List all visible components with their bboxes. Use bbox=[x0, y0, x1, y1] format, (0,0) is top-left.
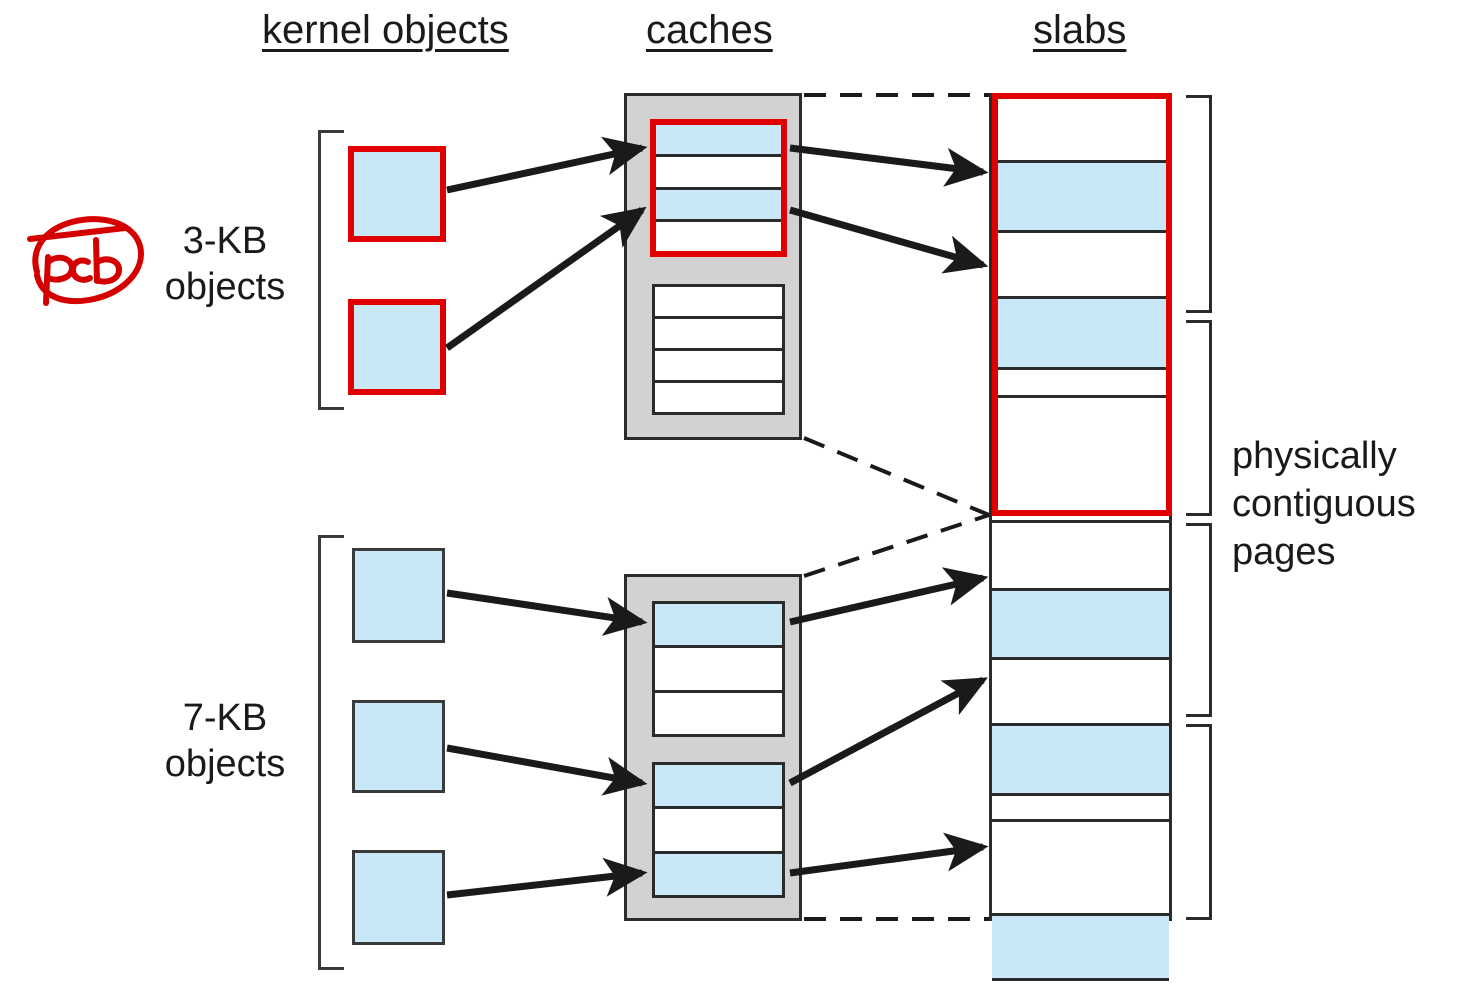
handwritten-pcb-annotation bbox=[27, 216, 144, 306]
cache-slot bbox=[656, 221, 781, 251]
arrow-object-to-cache-group bbox=[446, 589, 648, 899]
cache-slot-group-3kb-active bbox=[650, 119, 787, 257]
column-heading-slabs: slabs bbox=[1033, 8, 1127, 52]
slab-row bbox=[992, 296, 1169, 367]
arrow-object-to-cache-group bbox=[444, 136, 648, 351]
arrow-cache-to-slab-group bbox=[788, 567, 989, 877]
slab-row bbox=[992, 367, 1169, 395]
slab-row bbox=[992, 520, 1169, 588]
cache-slot bbox=[655, 383, 782, 412]
cache-slot-group-7kb-a bbox=[652, 601, 785, 737]
cache-slot bbox=[655, 287, 782, 319]
cache-slot bbox=[656, 157, 781, 190]
slab-row bbox=[992, 793, 1169, 819]
slab-row bbox=[992, 588, 1169, 657]
slab-column bbox=[989, 93, 1172, 1000]
cache-slot bbox=[656, 189, 781, 222]
cache-slot bbox=[655, 765, 782, 810]
slab-row bbox=[992, 96, 1169, 160]
cache-slot bbox=[655, 853, 782, 895]
slab-row bbox=[992, 160, 1169, 230]
cache-slot-group-3kb-free bbox=[652, 284, 785, 415]
cache-slot bbox=[655, 692, 782, 734]
cache-slot bbox=[656, 125, 781, 158]
cache-slot bbox=[655, 809, 782, 854]
page-bracket-2 bbox=[1186, 320, 1212, 516]
bracket-7kb-group bbox=[318, 535, 344, 970]
cache-slot-group-7kb-b bbox=[652, 762, 785, 898]
cache-slot bbox=[655, 648, 782, 693]
kernel-object-7kb-3 bbox=[352, 850, 445, 945]
bracket-3kb-group bbox=[318, 130, 344, 410]
slab-row bbox=[992, 819, 1169, 913]
column-heading-caches: caches bbox=[646, 8, 773, 52]
kernel-object-3kb-1 bbox=[348, 146, 446, 242]
kernel-object-3kb-2 bbox=[348, 299, 446, 395]
kernel-object-7kb-2 bbox=[352, 700, 445, 793]
page-bracket-3 bbox=[1186, 523, 1212, 717]
slab-row bbox=[992, 657, 1169, 723]
dashed-guide-group bbox=[803, 93, 990, 921]
column-heading-kernel-objects: kernel objects bbox=[262, 8, 509, 52]
label-7kb-objects: 7-KB objects bbox=[164, 697, 286, 785]
cache-slot bbox=[655, 319, 782, 351]
slab-row bbox=[992, 723, 1169, 793]
slab-row bbox=[992, 395, 1169, 520]
cache-slot bbox=[655, 351, 782, 383]
cache-slot bbox=[655, 604, 782, 649]
page-bracket-4 bbox=[1186, 724, 1212, 920]
arrow-cache-to-slab-group bbox=[789, 144, 989, 274]
slab-row bbox=[992, 230, 1169, 296]
label-3kb-objects: 3-KB objects bbox=[164, 220, 286, 308]
kernel-object-7kb-1 bbox=[352, 548, 445, 643]
label-physically-contiguous-pages: physically contiguous pages bbox=[1232, 435, 1416, 573]
slab-row bbox=[992, 978, 1169, 1000]
slab-row bbox=[992, 913, 1169, 978]
page-bracket-1 bbox=[1186, 95, 1212, 313]
